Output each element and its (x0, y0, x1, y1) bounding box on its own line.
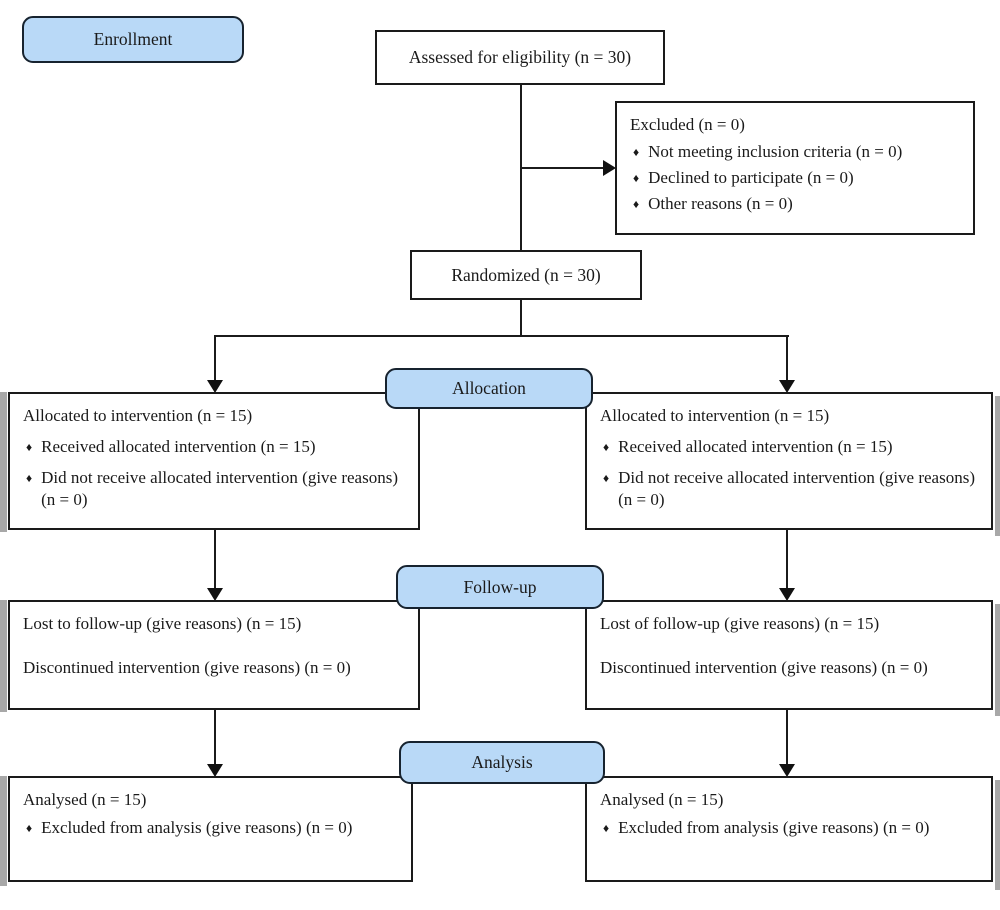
branch-right-drop (786, 335, 788, 381)
arrowhead-allocation-left (207, 380, 223, 393)
box-allocation-right: Allocated to intervention (n = 15) ♦ Rec… (585, 392, 993, 530)
analysis-right-title: Analysed (n = 15) (600, 790, 724, 809)
stage-label-enrollment: Enrollment (22, 16, 244, 63)
excluded-bullet-2: ♦ Declined to participate (n = 0) (633, 168, 854, 188)
excluded-bullet-3: ♦ Other reasons (n = 0) (633, 194, 793, 214)
branch-line (214, 335, 789, 337)
stage-label-allocation-text: Allocation (452, 378, 526, 398)
box-analysis-right: Analysed (n = 15) ♦ Excluded from analys… (585, 776, 993, 882)
left-edge-strip-allocation (0, 392, 7, 532)
arrowhead-excluded (603, 160, 616, 176)
connector-alloc-followup-left (214, 530, 216, 589)
stage-label-followup: Follow-up (396, 565, 604, 609)
allocation-right-title: Allocated to intervention (n = 15) (600, 406, 830, 425)
followup-right-line-2: Discontinued intervention (give reasons)… (600, 658, 928, 678)
connector-followup-analysis-left (214, 710, 216, 765)
arrowhead-followup-left (207, 588, 223, 601)
connector-randomized-branch (520, 300, 522, 337)
diamond-bullet-icon: ♦ (633, 145, 640, 160)
arrowhead-followup-right (779, 588, 795, 601)
box-assessed-text: Assessed for eligibility (n = 30) (408, 47, 632, 67)
allocation-left-title: Allocated to intervention (n = 15) (23, 406, 253, 425)
box-analysis-left: Analysed (n = 15) ♦ Excluded from analys… (8, 776, 413, 882)
connector-alloc-followup-right (786, 530, 788, 589)
box-allocation-left: Allocated to intervention (n = 15) ♦ Rec… (8, 392, 420, 530)
connector-followup-analysis-right (786, 710, 788, 765)
box-followup-right: Lost of follow-up (give reasons) (n = 15… (585, 600, 993, 710)
allocation-right-bullet-2: ♦ Did not receive allocated intervention… (603, 468, 975, 509)
right-edge-strip-analysis (995, 780, 1000, 890)
branch-left-drop (214, 335, 216, 381)
box-followup-left: Lost to follow-up (give reasons) (n = 15… (8, 600, 420, 710)
allocation-left-bullet-1: ♦ Received allocated intervention (n = 1… (26, 437, 316, 457)
stage-label-allocation: Allocation (385, 368, 593, 409)
followup-left-line-2: Discontinued intervention (give reasons)… (23, 658, 351, 678)
stage-label-analysis-text: Analysis (471, 752, 533, 772)
box-excluded: Excluded (n = 0) ♦ Not meeting inclusion… (615, 101, 975, 235)
diamond-bullet-icon: ♦ (603, 821, 610, 836)
analysis-left-bullet-1: ♦ Excluded from analysis (give reasons) … (26, 818, 353, 838)
stage-label-analysis: Analysis (399, 741, 605, 784)
connector-to-excluded (521, 167, 605, 169)
analysis-right-bullet-1: ♦ Excluded from analysis (give reasons) … (603, 818, 930, 838)
box-randomized-text: Randomized (n = 30) (451, 264, 601, 285)
stage-label-enrollment-text: Enrollment (93, 29, 173, 49)
box-randomized: Randomized (n = 30) (410, 250, 642, 300)
left-edge-strip-followup (0, 600, 7, 712)
left-edge-strip-analysis (0, 776, 7, 886)
diamond-bullet-icon: ♦ (603, 471, 610, 486)
diamond-bullet-icon: ♦ (26, 471, 33, 486)
right-edge-strip-allocation (995, 396, 1000, 536)
excluded-bullet-1: ♦ Not meeting inclusion criteria (n = 0) (633, 142, 903, 162)
stage-label-followup-text: Follow-up (463, 576, 537, 597)
allocation-left-bullet-2: ♦ Did not receive allocated intervention… (26, 468, 398, 509)
box-assessed: Assessed for eligibility (n = 30) (375, 30, 665, 85)
excluded-title: Excluded (n = 0) (630, 115, 745, 134)
arrowhead-analysis-left (207, 764, 223, 777)
analysis-left-title: Analysed (n = 15) (23, 790, 147, 809)
right-edge-strip-followup (995, 604, 1000, 716)
diamond-bullet-icon: ♦ (603, 440, 610, 455)
followup-left-line-1: Lost to follow-up (give reasons) (n = 15… (23, 614, 302, 633)
followup-right-line-1: Lost of follow-up (give reasons) (n = 15… (600, 614, 880, 633)
diamond-bullet-icon: ♦ (633, 171, 640, 186)
arrowhead-analysis-right (779, 764, 795, 777)
arrowhead-allocation-right (779, 380, 795, 393)
diamond-bullet-icon: ♦ (26, 440, 33, 455)
diamond-bullet-icon: ♦ (26, 821, 33, 836)
allocation-right-bullet-1: ♦ Received allocated intervention (n = 1… (603, 437, 893, 457)
diamond-bullet-icon: ♦ (633, 197, 640, 212)
